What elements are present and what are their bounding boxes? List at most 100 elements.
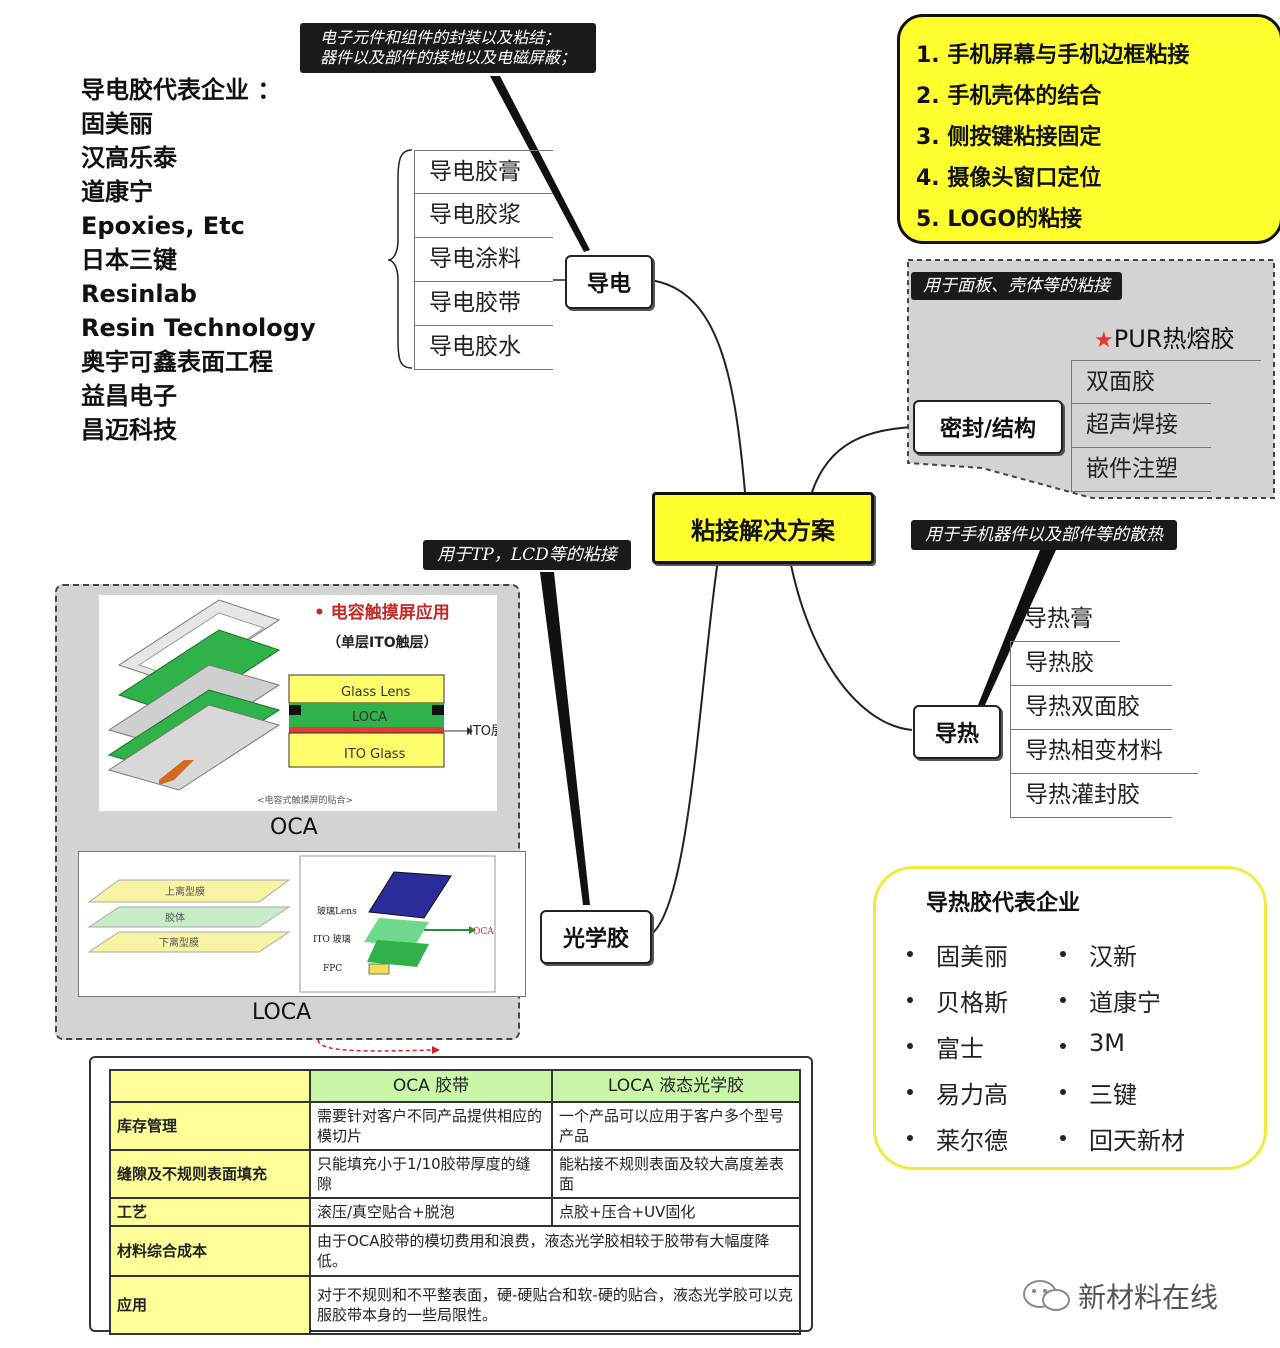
leaf-item[interactable]: 导电胶带 [414,282,553,326]
loca-arrow-label: OCA [473,927,494,937]
connector-optical [649,559,719,936]
thermal-items: 导热膏 导热胶 导热双面胶 导热相变材料 导热灌封胶 [1010,598,1198,818]
table-header-cell: OCA 胶带 [309,1069,553,1103]
company-item: 固美丽 [936,943,1008,971]
company-item: 汉高乐泰 [81,144,177,172]
company-item: 固美丽 [81,110,153,138]
loca-right-label: ITO 玻璃 [313,933,351,945]
company-item: 日本三键 [81,246,177,274]
company-item: 道康宁 [81,178,153,206]
application-item: 2. 手机壳体的结合 [916,84,1102,109]
brand-name: 新材料在线 [1078,1281,1219,1314]
seal-item-label: PUR热熔胶 [1113,325,1235,353]
conductive-brace [387,149,413,369]
application-item: 5. LOGO的粘接 [916,207,1083,232]
oca-figure-footer: <电容式触摸屏的贴合> [257,794,353,806]
oca-figure: • 电容触摸屏应用 （单层ITO触层） Glass Lens LOCA ITO … [99,595,504,811]
company-item: 莱尔德 [936,1127,1008,1155]
seal-items: 双面胶 超声焊接 嵌件注塑 [1071,360,1211,492]
node-center[interactable]: 粘接解决方案 [652,492,874,564]
company-item: Resin Technology [81,314,316,342]
application-item: 4. 摄像头窗口定位 [916,166,1102,191]
leaf-item[interactable]: 导热胶 [1010,642,1172,686]
seal-callout: 用于面板、壳体等的粘接 [911,272,1122,300]
oca-figure-title: • 电容触摸屏应用 [314,602,450,623]
table-cell: 由于OCA胶带的模切费用和浪费，液态光学胶相较于胶带有大幅度降低。 [309,1225,801,1277]
oca-layer-label: LOCA [352,710,387,725]
node-seal[interactable]: 密封/结构 [913,400,1063,454]
loca-illustration: 上离型膜 胶体 下离型膜 玻璃Lens ITO 玻璃 FPC OCA [87,855,496,993]
leaf-item[interactable]: 导电胶膏 [414,150,553,194]
company-item: 益昌电子 [81,382,177,410]
table-cell: 需要针对客户不同产品提供相应的模切片 [309,1101,553,1151]
node-conductive[interactable]: 导电 [565,255,653,309]
table-row-label: 工艺 [109,1197,311,1227]
table-row: 工艺 滚压/真空贴合+脱泡 点胶+压合+UV固化 [109,1197,801,1227]
conductive-callout-line: 器件以及部件的接地以及电磁屏蔽； [320,48,577,67]
star-icon: ★ [1094,328,1114,353]
table-cell: 点胶+压合+UV固化 [551,1197,801,1227]
thermal-companies-title: 导热胶代表企业 [926,891,1081,916]
table-row: 库存管理 需要针对客户不同产品提供相应的模切片 一个产品可以应用于客户多个型号产… [109,1101,801,1151]
oca-illustration: • 电容触摸屏应用 （单层ITO触层） Glass Lens LOCA ITO … [107,599,504,806]
company-item: 回天新材 [1089,1127,1185,1155]
loca-left-label: 下离型膜 [159,936,199,949]
comparison-table: OCA 胶带 LOCA 液态光学胶 库存管理 需要针对客户不同产品提供相应的模切… [109,1069,801,1335]
conductive-companies-title: 导电胶代表企业 ： [81,76,282,104]
company-item: 富士 [936,1035,984,1063]
seal-item-pur[interactable]: ★PUR热熔胶 [1094,320,1234,360]
table-cell: 滚压/真空贴合+脱泡 [309,1197,553,1227]
seal-applications-box: 1. 手机屏幕与手机边框粘接 2. 手机壳体的结合 3. 侧按键粘接固定 4. … [897,14,1280,244]
leaf-item[interactable]: 导电胶浆 [414,194,553,238]
company-item: 贝格斯 [936,989,1008,1017]
company-item: 奥宇可鑫表面工程 [81,348,273,376]
company-item: 道康宁 [1089,989,1161,1017]
company-item: 汉新 [1089,943,1137,971]
node-thermal[interactable]: 导热 [913,705,1001,759]
leaf-item[interactable]: 双面胶 [1071,360,1211,404]
oca-figure-subtitle: （单层ITO触层） [327,634,438,651]
leaf-item[interactable]: 超声焊接 [1071,404,1211,448]
table-header-row: OCA 胶带 LOCA 液态光学胶 [109,1069,801,1103]
table-row: 应用 对于不规则和不平整表面，硬-硬贴合和软-硬的贴合，液态光学胶可以克服胶带本… [109,1275,801,1335]
company-item: Resinlab [81,280,197,308]
oca-side-label: ITO层 [469,724,497,739]
wechat-icon [1023,1280,1070,1311]
leaf-item[interactable]: 导电涂料 [414,238,553,282]
brand-logo: 新材料在线 [1020,1276,1218,1316]
oca-layer-label: ITO Glass [344,747,406,762]
thermal-callout: 用于手机器件以及部件等的散热 [911,520,1177,550]
table-cell: 一个产品可以应用于客户多个型号产品 [551,1101,801,1151]
leaf-item[interactable]: 导热膏 [1010,598,1120,642]
thermal-companies-box: 导热胶代表企业 固美丽 贝格斯 富士 易力高 莱尔德 汉新 道康宁 3M 三键 … [873,866,1267,1170]
table-row-label: 材料综合成本 [109,1225,311,1277]
application-item: 3. 侧按键粘接固定 [916,125,1102,150]
callout-pointer-conductive [490,76,590,252]
connector-conductive [649,279,746,493]
conductive-callout: 电子元件和组件的封装以及粘结； 器件以及部件的接地以及电磁屏蔽； [300,23,597,73]
table-header-cell: LOCA 液态光学胶 [551,1069,801,1103]
loca-right-label: FPC [323,964,342,974]
loca-caption: LOCA [252,1000,312,1025]
loca-left-label: 胶体 [165,911,185,924]
node-optical[interactable]: 光学胶 [540,910,652,964]
conductive-companies: 导电胶代表企业 ： 固美丽 汉高乐泰 道康宁 Epoxies, Etc 日本三键… [81,73,316,447]
table-header-cell [109,1069,311,1103]
conductive-items: 导电胶膏 导电胶浆 导电涂料 导电胶带 导电胶水 [414,150,553,370]
application-item: 1. 手机屏幕与手机边框粘接 [916,43,1190,68]
company-item: 昌迈科技 [81,416,177,444]
oca-caption: OCA [270,815,318,840]
table-cell: 只能填充小于1/10胶带厚度的缝隙 [309,1149,553,1199]
leaf-item[interactable]: 导热双面胶 [1010,686,1172,730]
company-item: 三键 [1089,1081,1137,1109]
leaf-item[interactable]: 导热相变材料 [1010,730,1198,774]
table-row-label: 库存管理 [109,1101,311,1151]
company-item: Epoxies, Etc [81,212,245,240]
table-row: 材料综合成本 由于OCA胶带的模切费用和浪费，液态光学胶相较于胶带有大幅度降低。 [109,1225,801,1277]
table-cell: 能粘接不规则表面及较大高度差表面 [551,1149,801,1199]
leaf-item[interactable]: 嵌件注塑 [1071,448,1211,492]
leaf-item[interactable]: 导电胶水 [414,326,553,370]
leaf-item[interactable]: 导热灌封胶 [1010,774,1172,818]
table-row-label: 应用 [109,1275,311,1335]
